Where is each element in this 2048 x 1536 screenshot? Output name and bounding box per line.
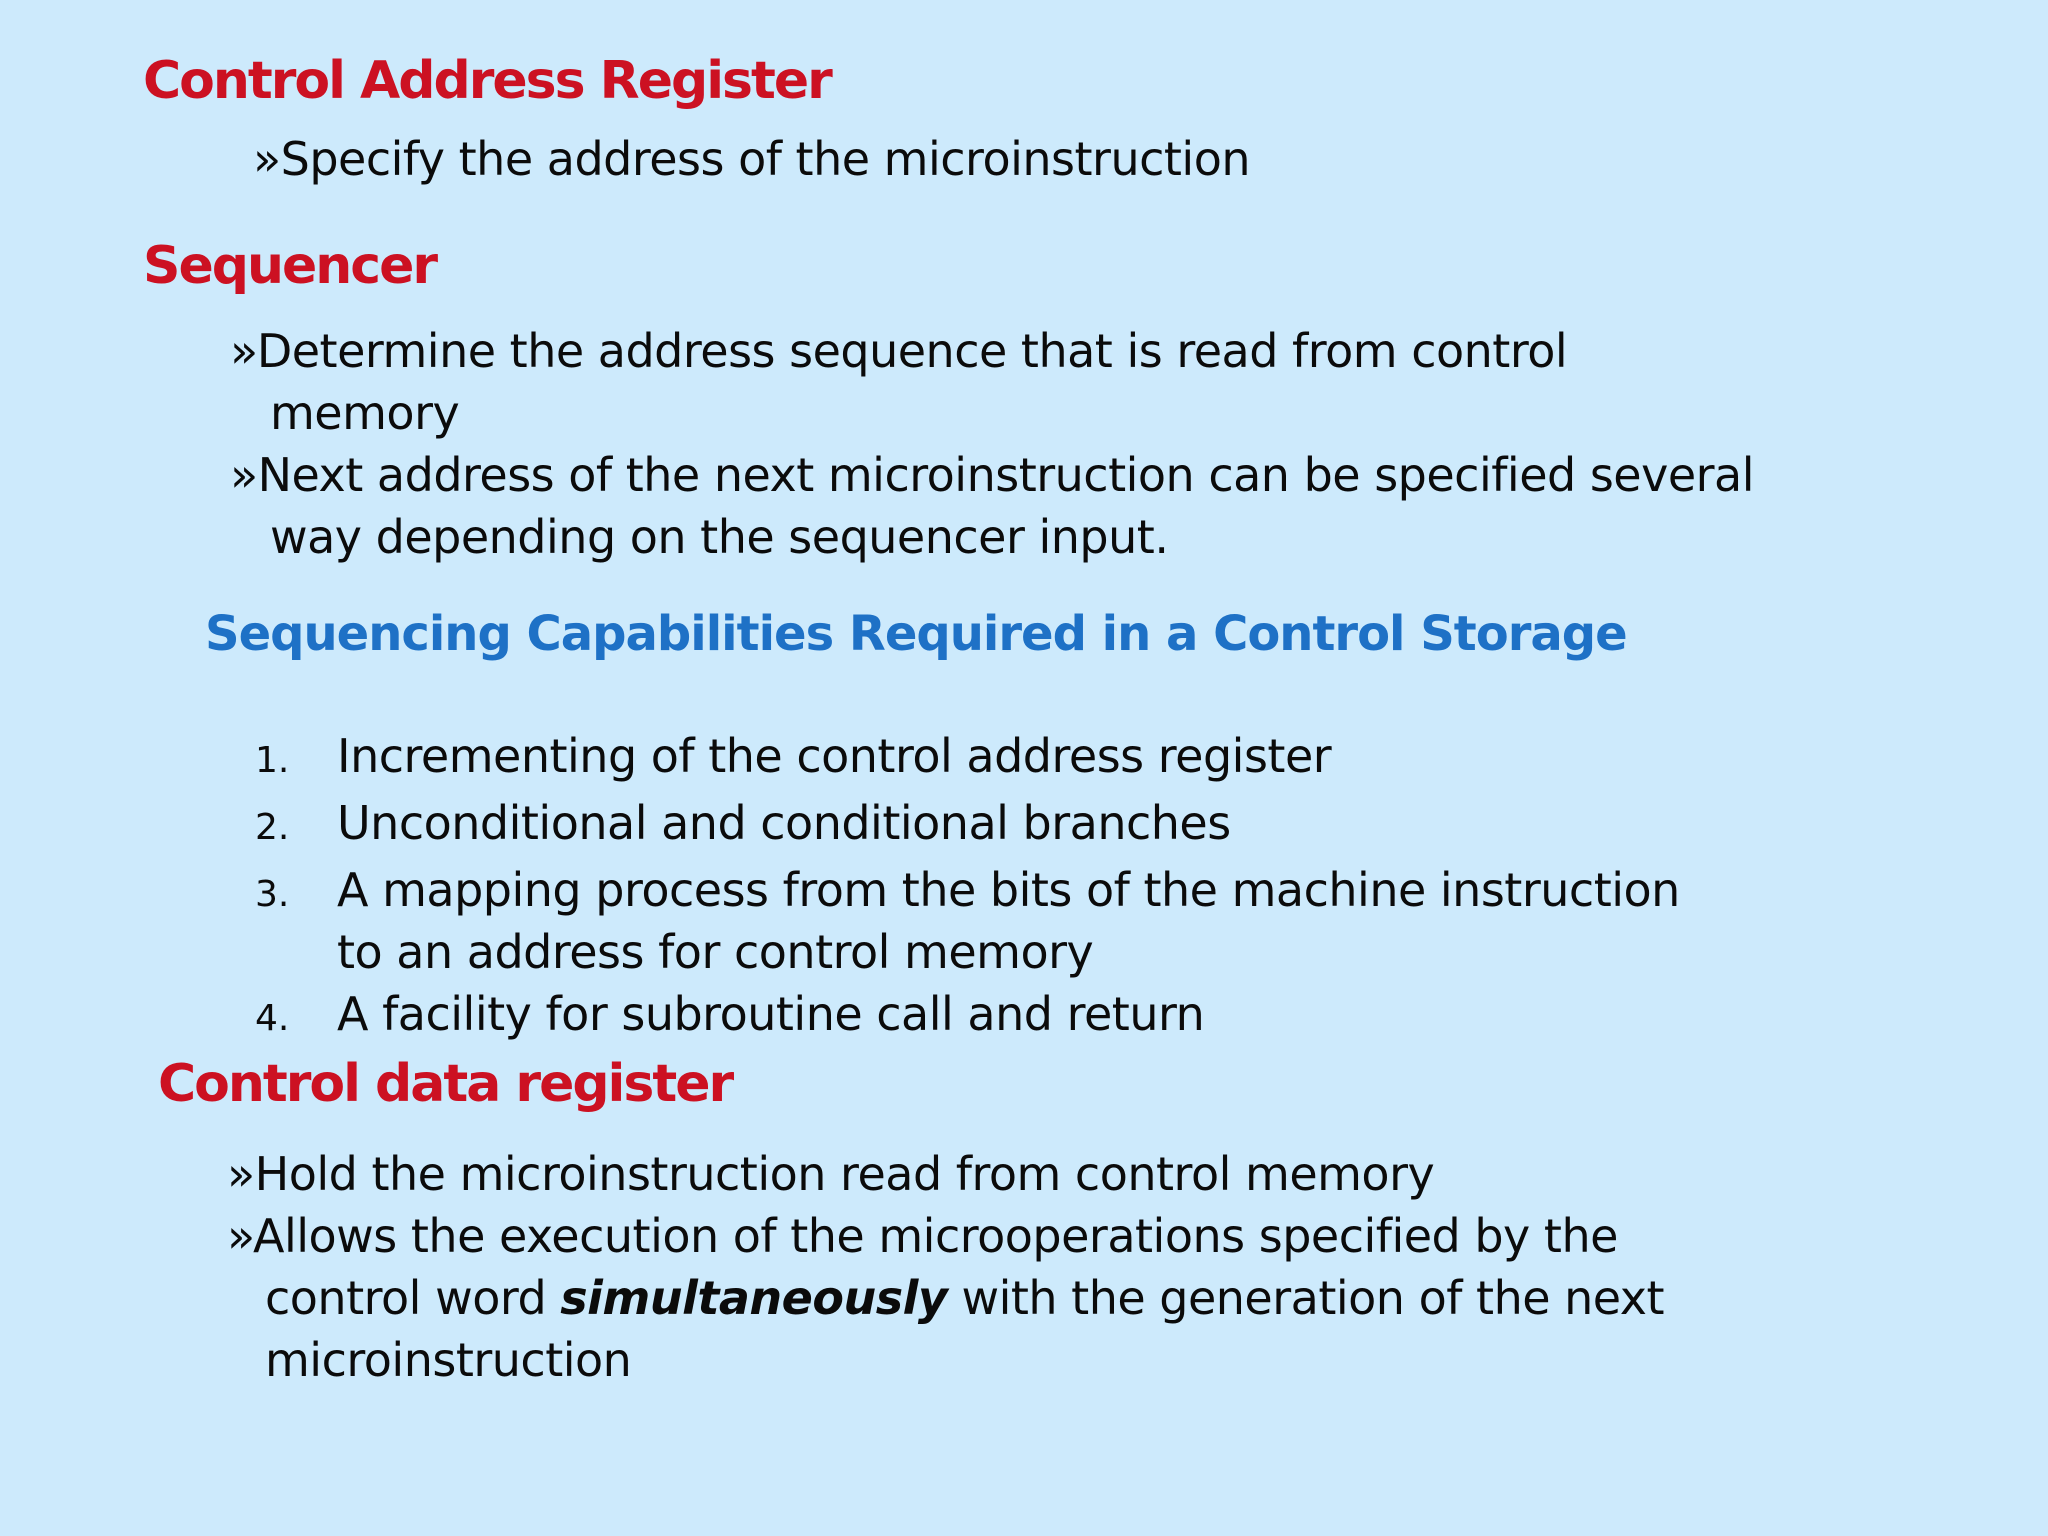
bullet-hold-microinstruction: »Hold the microinstruction read from con…: [227, 1147, 1435, 1201]
bullet-determine-sequence: »Determine the address sequence that is …: [230, 324, 1568, 440]
list-item-text: A mapping process from the bits of the m…: [337, 863, 1680, 979]
list-item-number: 4.: [255, 998, 290, 1039]
section-title-control-address-register: Control Address Register: [143, 51, 833, 111]
list-item-text: Unconditional and conditional branches: [337, 796, 1231, 850]
list-item-branches: 2. Unconditional and conditional branche…: [255, 792, 1955, 859]
bullet-allows-execution-post: with the generation of the next microins…: [265, 1271, 1665, 1387]
bullet-allows-execution-pre: »Allows the execution of the microoperat…: [227, 1209, 1618, 1325]
list-item-subroutine: 4. A facility for subroutine call and re…: [255, 983, 1955, 1050]
list-item-mapping: 3. A mapping process from the bits of th…: [255, 859, 1955, 983]
sequencer-bullets: »Determine the address sequence that is …: [230, 320, 2040, 568]
list-item-number: 3.: [255, 874, 290, 915]
control-address-register-bullets: »Specify the address of the microinstruc…: [253, 128, 2013, 190]
control-data-register-bullets: »Hold the microinstruction read from con…: [227, 1143, 2027, 1391]
list-item-number: 1.: [255, 740, 290, 781]
bullet-next-address: »Next address of the next microinstructi…: [230, 448, 1755, 564]
subheading-sequencing-capabilities: Sequencing Capabilities Required in a Co…: [205, 606, 1628, 662]
bullet-specify-address: »Specify the address of the microinstruc…: [253, 132, 1251, 186]
section-title-control-data-register: Control data register: [158, 1054, 734, 1114]
emphasis-simultaneously: simultaneously: [560, 1271, 948, 1325]
list-item-text: A facility for subroutine call and retur…: [337, 987, 1205, 1041]
list-item-text: Incrementing of the control address regi…: [337, 729, 1332, 783]
bullet-allows-execution: »Allows the execution of the microoperat…: [227, 1205, 2027, 1391]
section-title-sequencer: Sequencer: [143, 236, 438, 296]
capabilities-list: 1. Incrementing of the control address r…: [255, 725, 1955, 1050]
list-item-number: 2.: [255, 807, 290, 848]
list-item-incrementing: 1. Incrementing of the control address r…: [255, 725, 1955, 792]
